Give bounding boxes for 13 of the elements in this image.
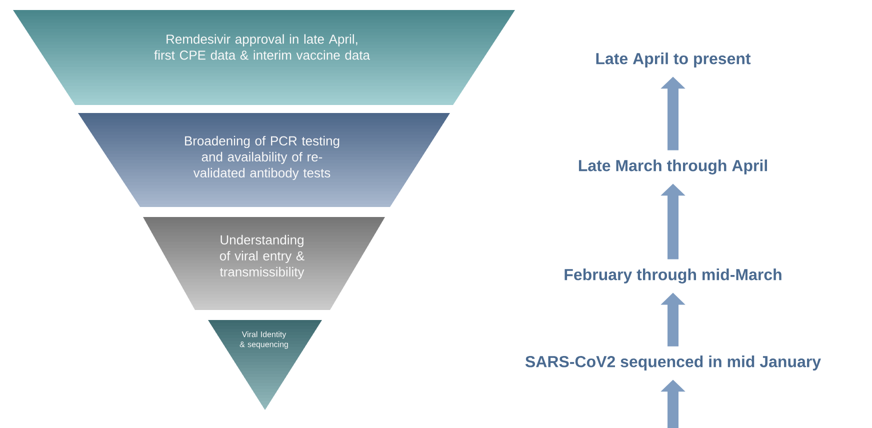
funnel-band: Understanding of viral entry & transmissibility bbox=[143, 217, 385, 310]
funnel-tip: Viral Identity & sequencing bbox=[208, 320, 322, 410]
period-label: Late April to present bbox=[596, 52, 751, 68]
period-label: Late March through April bbox=[578, 160, 767, 174]
node-label: first CPE data & interim vaccine data bbox=[154, 50, 370, 60]
node-label: Understanding of viral entry & transmissibility bbox=[220, 234, 304, 280]
period-label: SARS-CoV2 sequenced in mid January bbox=[525, 356, 821, 370]
node-label: Remdesivir approval in late April, bbox=[166, 34, 358, 46]
funnel-band: Broadening of PCR testing and availability of re-validated antibody tests bbox=[78, 113, 450, 207]
node-label: Viral Identity & sequencing bbox=[240, 331, 288, 349]
funnel-band: Remdesivir approval in late April, first CPE data & interim vaccine data bbox=[13, 10, 515, 105]
period-label: February through mid-March bbox=[564, 268, 782, 284]
node-label: Broadening of PCR testing and availability of re-validated antibody tests bbox=[185, 136, 340, 180]
